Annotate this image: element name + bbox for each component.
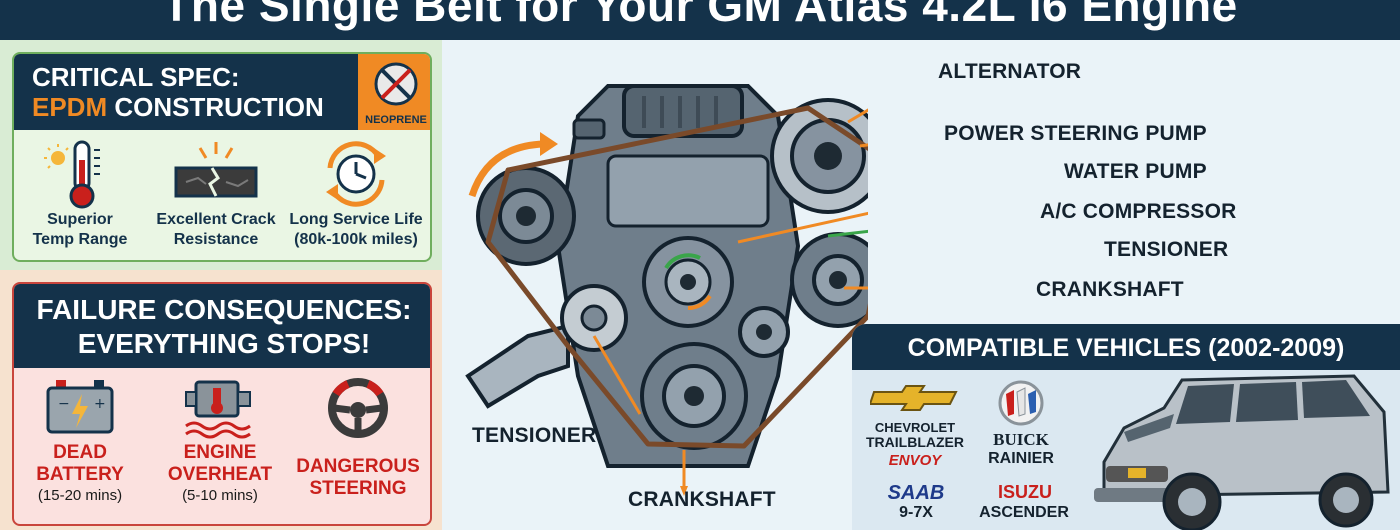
critical-spec-panel: CRITICAL SPEC: EPDM CONSTRUCTION NEOPREN… xyxy=(12,52,432,262)
feature-crack-line2: Resistance xyxy=(173,231,259,248)
brand-saab: SAAB xyxy=(887,482,945,504)
model-ascender: ASCENDER xyxy=(979,504,1069,521)
feature-temp-line2: Temp Range xyxy=(32,231,128,248)
spec-heading: CRITICAL SPEC: EPDM CONSTRUCTION xyxy=(14,54,358,130)
brand-buick: BUICK xyxy=(993,430,1049,449)
engine-illustration xyxy=(465,84,868,496)
feature-life-line1: Long Service Life xyxy=(289,211,423,228)
steering-wheel-icon xyxy=(328,378,388,438)
steering-line2: STEERING xyxy=(309,478,407,499)
alternator-pulley xyxy=(770,98,868,214)
model-rainier: RAINIER xyxy=(988,450,1054,467)
oil-cap xyxy=(572,118,606,140)
water-pump-pulley xyxy=(642,236,734,328)
suv-illustration xyxy=(1094,374,1390,530)
failure-heading: FAILURE CONSEQUENCES: EVERYTHING STOPS! xyxy=(14,284,430,368)
spec-heading-line2: EPDM CONSTRUCTION xyxy=(32,92,324,123)
header-banner: The Single Belt for Your GM Atlas 4.2L I… xyxy=(0,0,1400,40)
page-title: The Single Belt for Your GM Atlas 4.2L I… xyxy=(162,0,1238,31)
buick-shield-logo xyxy=(998,380,1044,426)
steering-line1: DANGEROUS xyxy=(296,456,420,477)
engine-overheat-icon xyxy=(185,380,251,439)
intake-pipe xyxy=(465,323,570,409)
clock-cycle-icon xyxy=(326,141,386,207)
battery-icon: − + xyxy=(46,380,114,434)
cracked-belt-icon xyxy=(174,142,258,198)
valve-cover xyxy=(622,84,744,138)
epdm-highlight: EPDM xyxy=(32,92,108,122)
failure-heading-line1: FAILURE CONSEQUENCES: xyxy=(36,294,412,325)
consequence-engine-overheat: ENGINE OVERHEAT (5-10 mins) xyxy=(150,376,290,506)
ac-compressor-pulley xyxy=(790,232,868,328)
dead-battery-time: (15-20 mins) xyxy=(37,487,123,504)
rotation-arrow-orange xyxy=(468,140,545,198)
label-crankshaft-right: CRANKSHAFT xyxy=(1036,278,1184,301)
idler-pulley xyxy=(738,306,790,358)
overheat-time: (5-10 mins) xyxy=(182,487,258,504)
feature-service-life: Long Service Life (80k-100k miles) xyxy=(286,138,426,258)
serpentine-belt xyxy=(485,105,868,449)
overheat-line1: ENGINE xyxy=(183,442,257,463)
svg-text:+: + xyxy=(94,396,106,412)
spec-heading-line2-rest: CONSTRUCTION xyxy=(107,92,324,122)
compat-heading: COMPATIBLE VEHICLES (2002-2009) xyxy=(852,324,1400,370)
chevrolet-bowtie-logo xyxy=(870,385,958,411)
feature-temp-range: Superior Temp Range xyxy=(14,138,150,258)
no-neoprene-icon xyxy=(374,62,418,106)
svg-text:−: − xyxy=(58,396,70,412)
failure-consequences-panel: FAILURE CONSEQUENCES: EVERYTHING STOPS! … xyxy=(12,282,432,526)
thermometer-icon xyxy=(44,140,100,209)
compatible-vehicles-panel: COMPATIBLE VEHICLES (2002-2009) CHEVROLE… xyxy=(852,324,1400,530)
spec-heading-line1: CRITICAL SPEC: xyxy=(32,62,240,92)
compat-title: COMPATIBLE VEHICLES (2002-2009) xyxy=(907,334,1345,362)
feature-temp-line1: Superior xyxy=(47,211,113,228)
crankshaft-pulley xyxy=(640,342,748,450)
neoprene-label: NEOPRENE xyxy=(365,114,427,126)
dead-battery-line2: BATTERY xyxy=(36,464,124,485)
label-tensioner-right: TENSIONER xyxy=(1104,238,1229,261)
failure-heading-line2: EVERYTHING STOPS! xyxy=(77,328,371,359)
model-trailblazer: TRAILBLAZER xyxy=(866,434,964,450)
model-9-7x: 9-7X xyxy=(899,504,933,521)
brand-chevrolet: CHEVROLET xyxy=(874,420,956,435)
label-tensioner-left: TENSIONER xyxy=(472,424,597,447)
consequence-dead-battery: − + DEAD BATTERY (15-20 mins) xyxy=(14,376,150,506)
label-crankshaft-bottom: CRANKSHAFT xyxy=(628,488,776,511)
feature-crack-resistance: Excellent Crack Resistance xyxy=(146,138,286,258)
label-ac-compressor: A/C COMPRESSOR xyxy=(1040,200,1237,223)
dead-battery-line1: DEAD xyxy=(53,442,107,463)
feature-crack-line1: Excellent Crack xyxy=(156,211,276,228)
neoprene-badge: NEOPRENE xyxy=(358,54,430,130)
overheat-line2: OVERHEAT xyxy=(167,464,273,485)
label-water-pump: WATER PUMP xyxy=(1064,160,1207,183)
tensioner-pulley xyxy=(560,284,628,352)
brand-envoy: ENVOY xyxy=(888,452,942,469)
label-alternator: ALTERNATOR xyxy=(938,60,1082,83)
consequence-dangerous-steering: DANGEROUS STEERING xyxy=(288,376,428,500)
feature-life-line2: (80k-100k miles) xyxy=(294,231,418,248)
brand-isuzu: ISUZU xyxy=(998,482,1052,502)
label-power-steering: POWER STEERING PUMP xyxy=(944,122,1207,145)
